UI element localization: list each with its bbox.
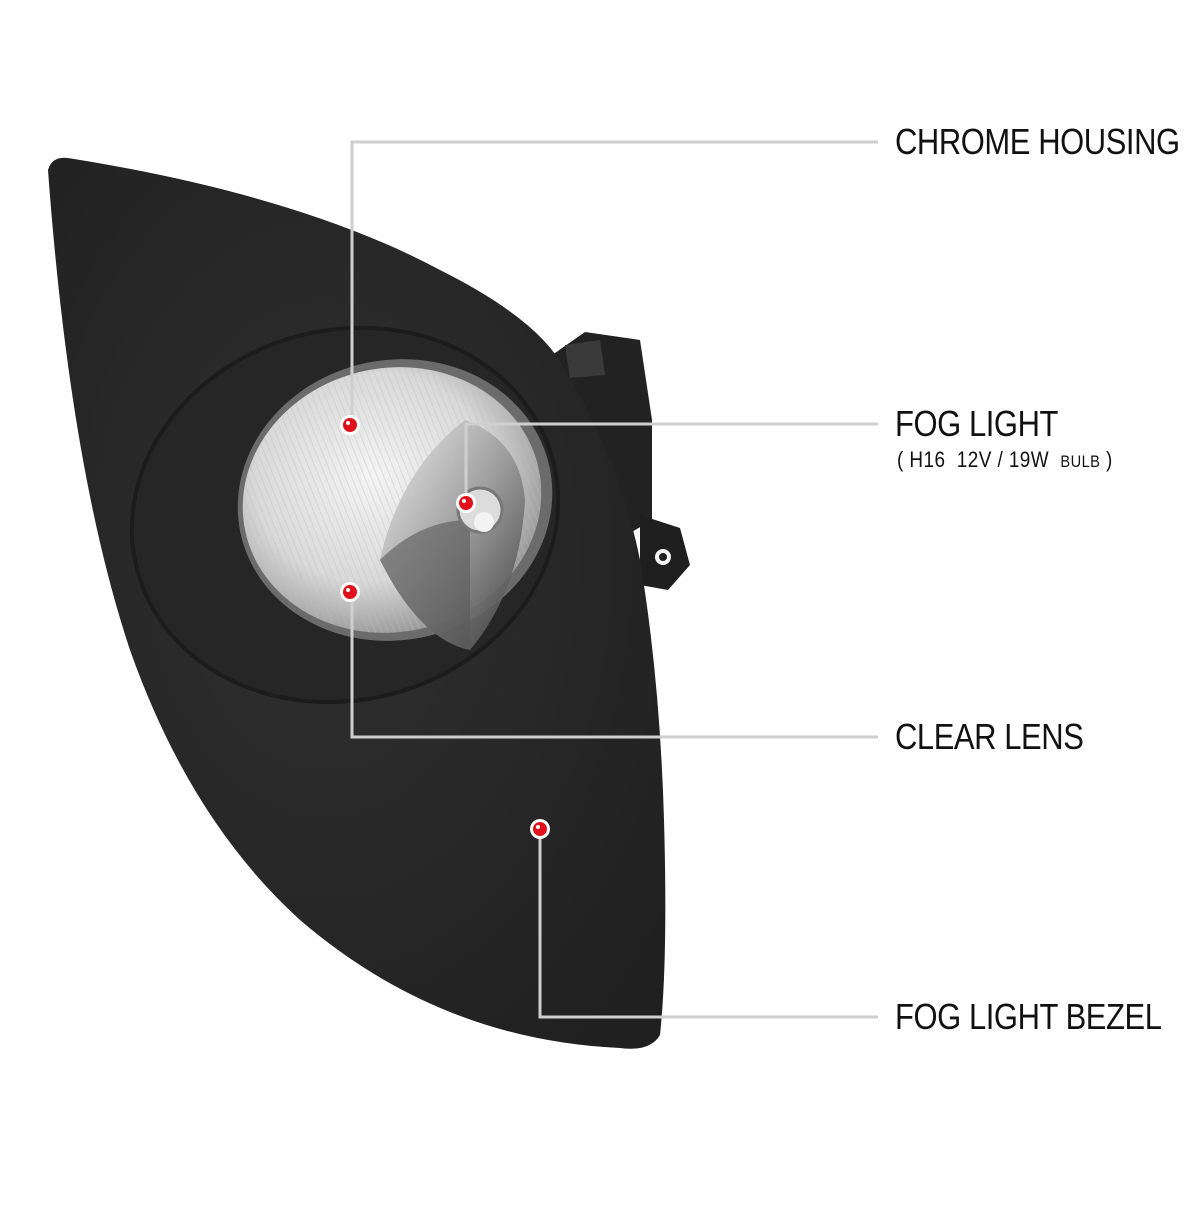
- label-clear-lens: CLEAR LENS: [895, 716, 1084, 757]
- spec-bulb-type: H16: [909, 447, 946, 472]
- spec-close-paren: ): [1106, 447, 1113, 472]
- leader-line-fog-light: [464, 422, 878, 503]
- marker-bezel: [530, 819, 550, 839]
- leader-line-clear-lens: [350, 592, 878, 739]
- callout-markers: [340, 415, 550, 839]
- spec-open-paren: (: [897, 447, 904, 472]
- leader-line-bezel: [538, 830, 878, 1019]
- marker-fog-light: [456, 493, 476, 513]
- marker-clear-lens: [340, 582, 360, 602]
- label-chrome-housing: CHROME HOUSING: [895, 121, 1180, 162]
- lens-assembly: [237, 359, 553, 650]
- fog-light-bulb-spec: ( H16 12V / 19W BULB ): [897, 447, 1113, 473]
- leader-line-chrome-housing: [350, 140, 878, 425]
- marker-chrome-housing: [340, 415, 360, 435]
- label-fog-light: FOG LIGHT: [895, 403, 1058, 444]
- label-fog-light-bezel: FOG LIGHT BEZEL: [895, 996, 1162, 1037]
- leader-lines: [350, 140, 878, 1019]
- spec-bulb-word: BULB: [1060, 452, 1101, 471]
- spec-rating: 12V / 19W: [956, 447, 1050, 472]
